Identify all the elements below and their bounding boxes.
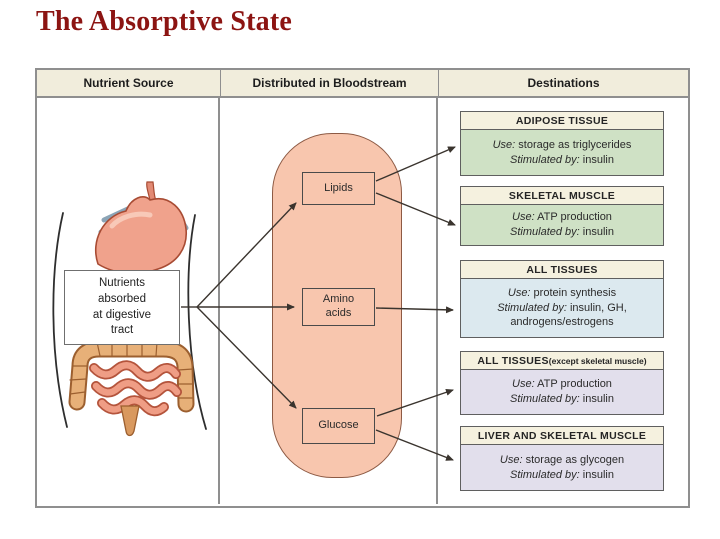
stimulated-line: Stimulated by: insulin xyxy=(510,468,614,481)
use-line: Use: storage as triglycerides xyxy=(492,138,632,151)
column-divider-2 xyxy=(436,96,438,504)
stimulated-line: Stimulated by: insulin xyxy=(510,226,614,238)
nutrient-label: Lipids xyxy=(324,181,353,194)
destination-title: ALL TISSUES xyxy=(461,261,663,279)
nutrient-source-text: Nutrients absorbed at digestive tract xyxy=(92,277,152,337)
destination-title-text: ALL TISSUES xyxy=(477,354,549,367)
destination-details: Use: ATP production Stimulated by: insul… xyxy=(461,205,663,245)
destination-card-skeletal-muscle: SKELETAL MUSCLE Use: ATP production Stim… xyxy=(460,186,664,246)
destination-title-text: ALL TISSUES xyxy=(526,263,598,276)
destination-card-all-tissues-except-skeletal: ALL TISSUES (except skeletal muscle) Use… xyxy=(460,351,664,415)
destination-details: Use: storage as triglycerides Stimulated… xyxy=(461,130,663,175)
stimulated-line: Stimulated by: insulin, GH, androgens/es… xyxy=(497,301,627,329)
column-divider-1 xyxy=(218,96,220,504)
destination-title-text: SKELETAL MUSCLE xyxy=(508,189,616,202)
destination-card-all-tissues: ALL TISSUES Use: protein synthesis Stimu… xyxy=(460,260,664,338)
destination-title: SKELETAL MUSCLE xyxy=(461,187,663,205)
column-header-destinations: Destinations xyxy=(527,76,600,90)
destination-details: Use: protein synthesis Stimulated by: in… xyxy=(461,279,663,337)
use-line: Use: ATP production xyxy=(512,378,612,391)
destination-title: LIVER AND SKELETAL MUSCLE xyxy=(461,427,663,445)
use-line: Use: protein synthesis xyxy=(507,286,617,299)
nutrient-box-lipids: Lipids xyxy=(302,172,375,205)
nutrient-label: Amino acids xyxy=(322,293,355,319)
use-line: Use: ATP production xyxy=(512,211,612,224)
destination-title: ALL TISSUES (except skeletal muscle) xyxy=(461,352,663,370)
destination-title: ADIPOSE TISSUE xyxy=(461,112,663,130)
destination-details: Use: ATP production Stimulated by: insul… xyxy=(461,370,663,414)
stimulated-line: Stimulated by: insulin xyxy=(510,153,614,166)
column-header-nutrient-source: Nutrient Source xyxy=(37,70,221,96)
nutrient-box-amino-acids: Amino acids xyxy=(302,288,375,326)
use-line: Use: storage as glycogen xyxy=(499,453,625,466)
destination-title-text: LIVER AND SKELETAL MUSCLE xyxy=(477,429,647,442)
column-header-bloodstream: Distributed in Bloodstream xyxy=(221,70,439,96)
destination-details: Use: storage as glycogen Stimulated by: … xyxy=(461,445,663,490)
page-title: The Absorptive State xyxy=(36,6,292,37)
nutrient-source-label: Nutrients absorbed at digestive tract xyxy=(64,270,180,345)
nutrient-box-glucose: Glucose xyxy=(302,408,375,444)
destination-card-adipose-tissue: ADIPOSE TISSUE Use: storage as triglycer… xyxy=(460,111,664,176)
destination-title-suffix: (except skeletal muscle) xyxy=(548,355,647,366)
table-header-row: Nutrient Source Distributed in Bloodstre… xyxy=(37,70,688,98)
stimulated-line: Stimulated by: insulin xyxy=(510,393,614,405)
destination-card-liver-and-skeletal-muscle: LIVER AND SKELETAL MUSCLE Use: storage a… xyxy=(460,426,664,491)
nutrient-label: Glucose xyxy=(318,419,359,432)
destination-title-text: ADIPOSE TISSUE xyxy=(515,114,609,127)
